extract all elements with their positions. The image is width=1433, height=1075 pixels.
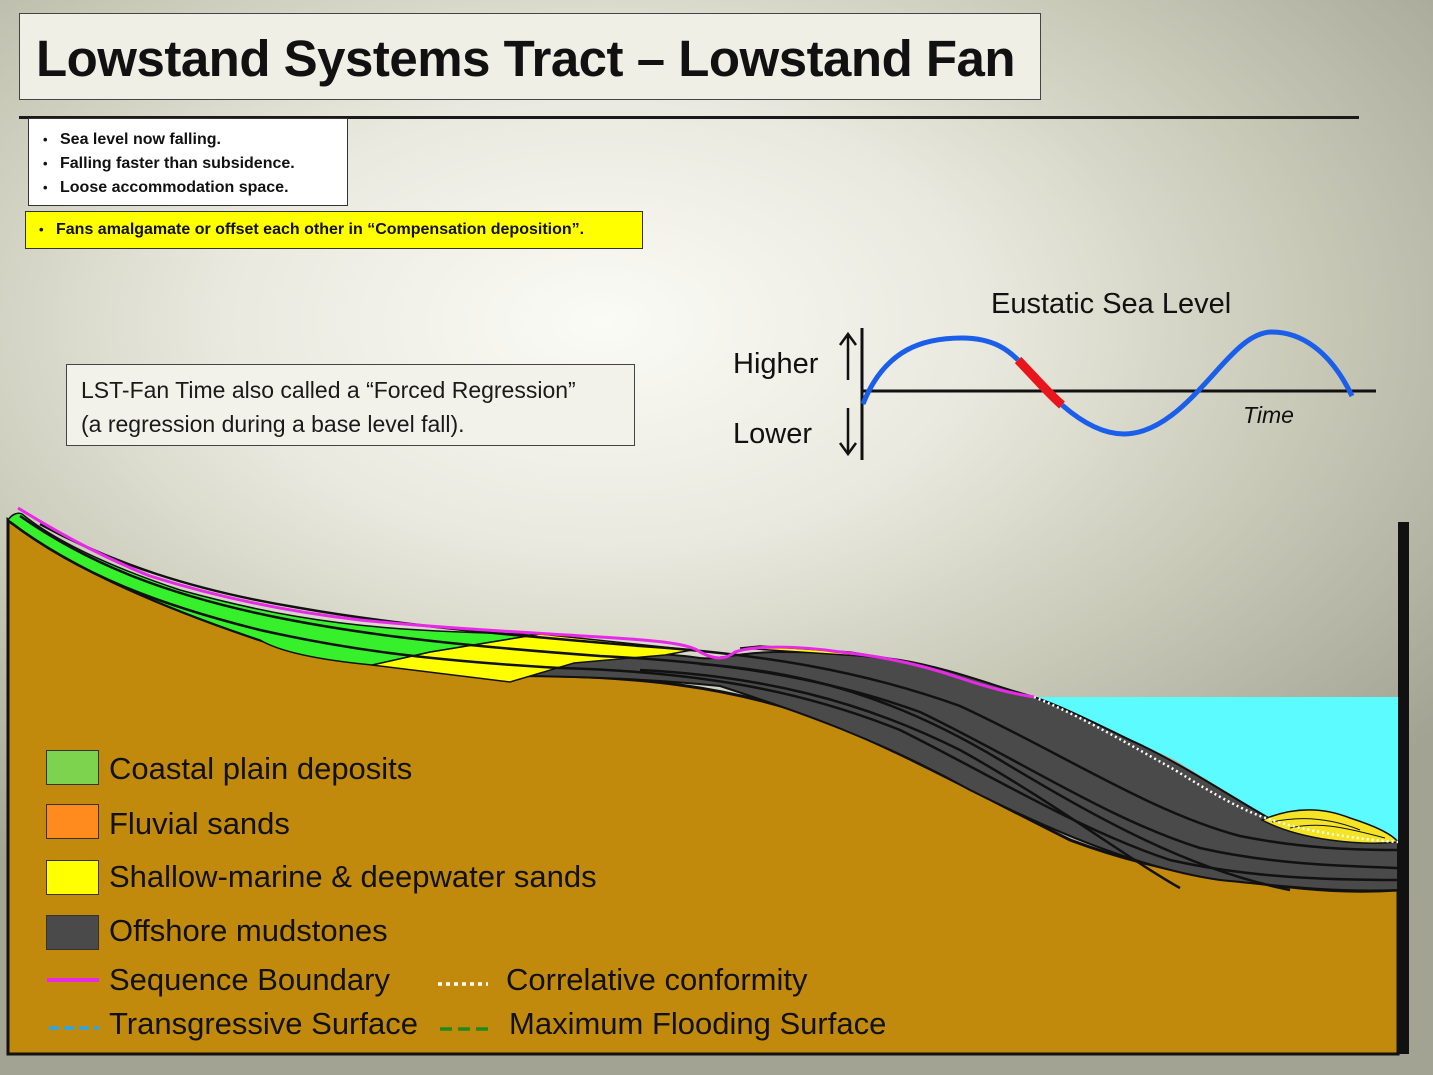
legend-correlative-conformity-label: Correlative conformity <box>506 962 808 997</box>
sea-level-chart <box>838 328 1376 460</box>
forced-regression-line-1: LST-Fan Time also called a “Forced Regre… <box>81 377 576 403</box>
sea-level-falling-highlight <box>1014 356 1065 409</box>
correlative-conformity-line <box>1033 695 1399 844</box>
legend-offshore-label: Offshore mudstones <box>109 913 388 948</box>
sea-water <box>1034 697 1398 842</box>
compensation-note: Fans amalgamate or offset each other in … <box>39 218 642 242</box>
arrow-up-icon <box>838 331 858 380</box>
coastal-plain-deposits <box>6 512 541 666</box>
stratal-lines <box>9 514 1399 892</box>
legend-fluvial-label: Fluvial sands <box>109 806 290 841</box>
legend-fluvial-swatch <box>46 804 99 839</box>
sea-level-curve-rise <box>860 335 1020 405</box>
bullet-item: Loose accommodation space. <box>43 176 347 200</box>
forced-regression-note-box: LST-Fan Time also called a “Forced Regre… <box>66 364 635 446</box>
legend-shallow-swatch <box>46 860 99 895</box>
sea-level-time-label: Time <box>1243 402 1294 428</box>
page-title: Lowstand Systems Tract – Lowstand Fan <box>36 30 1016 87</box>
legend-coastal-label: Coastal plain deposits <box>109 751 413 786</box>
frame-right-bar <box>1398 522 1409 1054</box>
bullet-item: Sea level now falling. <box>43 128 347 152</box>
forced-regression-line-2: (a regression during a base level fall). <box>81 411 465 437</box>
compensation-note-box: Fans amalgamate or offset each other in … <box>25 211 643 249</box>
sea-level-curve-fall-rise <box>1060 329 1355 437</box>
legend-transgressive-surface-label: Transgressive Surface <box>109 1006 418 1041</box>
bullet-item: Falling faster than subsidence. <box>43 152 347 176</box>
arrow-down-icon <box>838 408 858 457</box>
legend-shallow-label: Shallow-marine & deepwater sands <box>109 859 597 894</box>
sea-level-chart-title: Eustatic Sea Level <box>991 288 1232 320</box>
bullet-list-box: Sea level now falling. Falling faster th… <box>28 118 348 206</box>
title-divider <box>19 116 1359 119</box>
sea-level-lower-label: Lower <box>733 418 812 450</box>
title-box: Lowstand Systems Tract – Lowstand Fan <box>19 13 1041 100</box>
legend-offshore-swatch <box>46 915 99 950</box>
legend-coastal-swatch <box>46 750 99 785</box>
sequence-boundary-line <box>17 506 1035 699</box>
legend-sequence-boundary-label: Sequence Boundary <box>109 962 390 997</box>
legend-maximum-flooding-surface-label: Maximum Flooding Surface <box>509 1006 887 1041</box>
sea-level-higher-label: Higher <box>733 348 819 380</box>
